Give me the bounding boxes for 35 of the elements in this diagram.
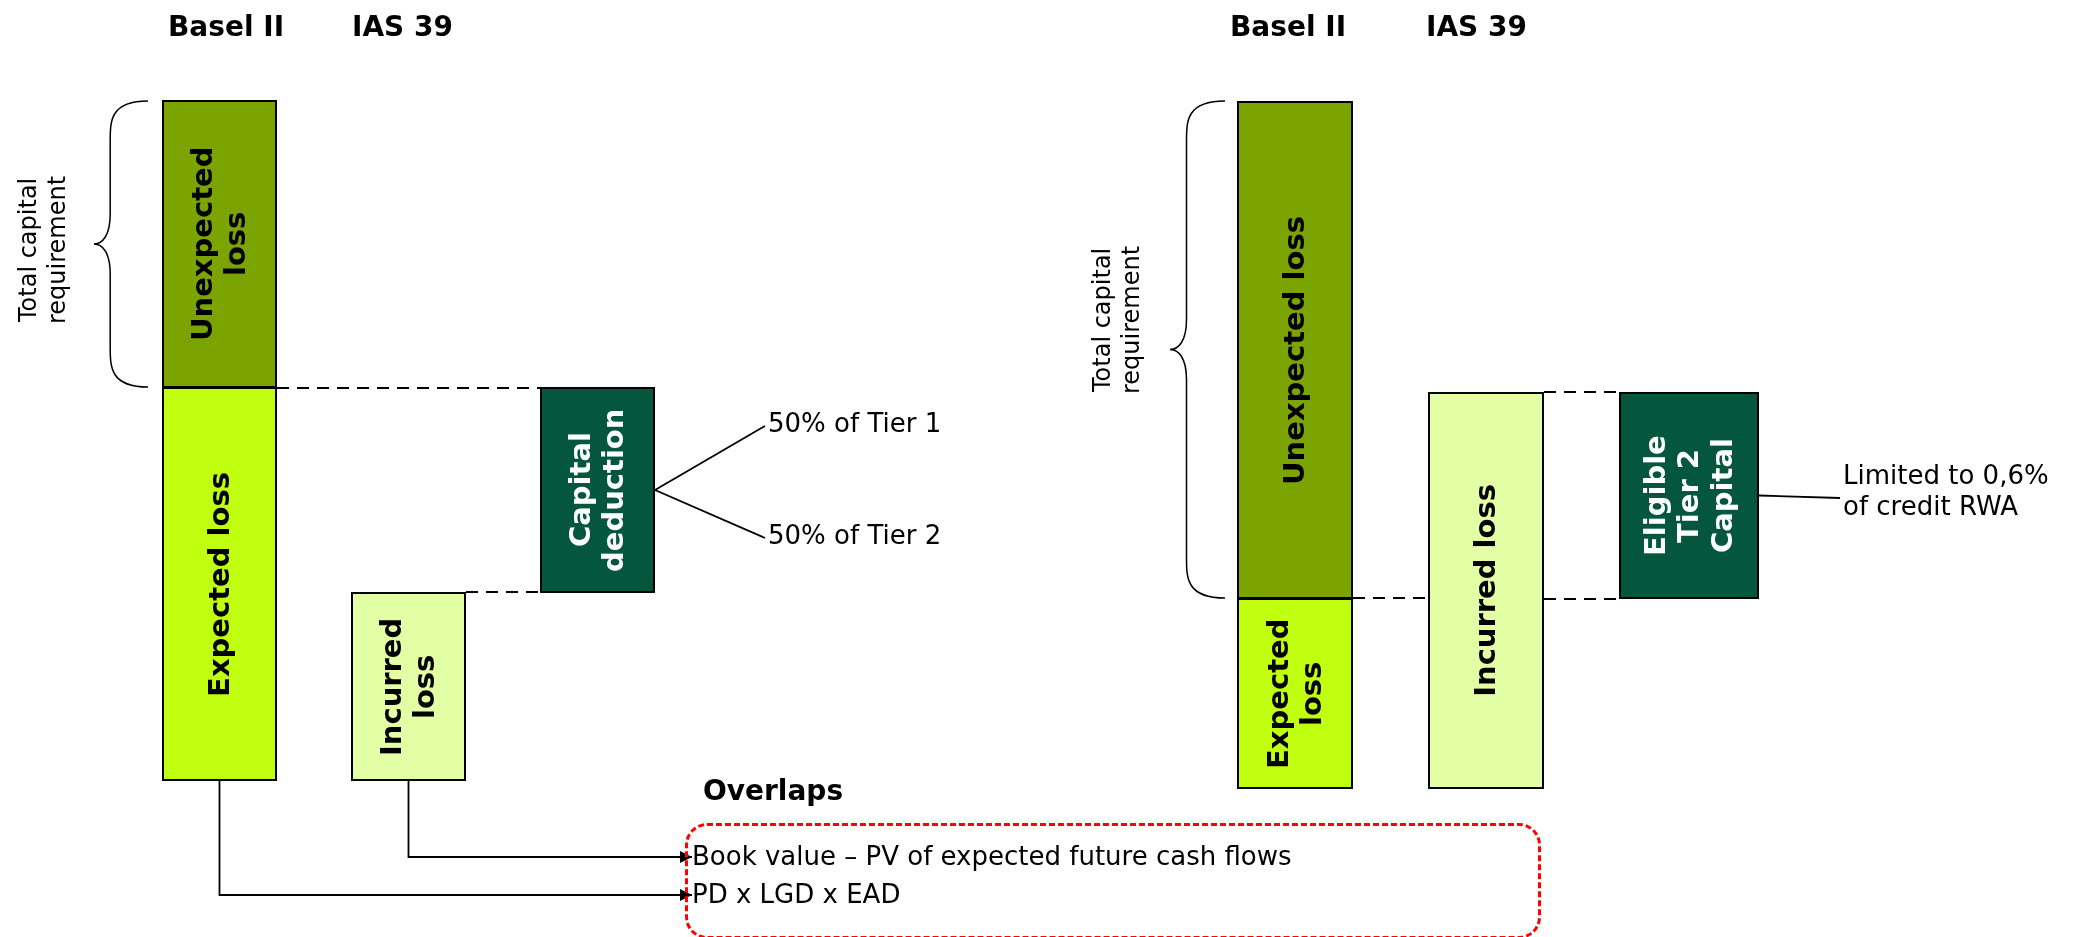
callout-text: 50% of Tier 1 [768,408,942,440]
list-item: PD x LGD x EAD [692,879,901,911]
bar-segment [1237,598,1353,789]
column-heading: IAS 39 [1426,10,1527,43]
leader-line [1758,494,1841,499]
dashed-line [276,387,541,389]
column-heading: Basel II [1230,10,1347,43]
bar-label: Eligible Tier 2 Capital [1639,434,1739,558]
bar-label: Expected loss [1261,617,1329,771]
bar-label: Incurred loss [1469,484,1503,697]
bracket-label: Total capital requirement [14,174,72,327]
dashed-line [465,591,541,593]
bar-label: Incurred loss [375,616,442,758]
arrow [407,780,693,863]
bracket-label: Total capital requirement [1088,244,1146,397]
section-heading: Overlaps [703,774,844,807]
bar-label: Capital deduction [564,407,631,574]
column-heading: IAS 39 [352,10,453,43]
callout-text: Limited to 0,6% of credit RWA [1843,460,2058,523]
bar-label: Unexpected loss [186,145,253,344]
bar-segment [1428,392,1544,789]
bar-label: Expected loss [202,471,237,697]
column-heading: Basel II [168,10,285,43]
bar-segment [162,100,277,388]
leader-line [654,489,766,539]
bar-segment [1237,101,1353,599]
callout-text: 50% of Tier 2 [768,520,942,552]
bar-segment [540,387,655,593]
bar-segment [351,592,466,781]
leader-line [654,425,766,491]
bar-segment [162,387,277,781]
list-item: Book value – PV of expected future cash flows [692,841,1292,873]
bar-segment [1619,392,1759,599]
arrow [218,780,693,901]
bar-label: Unexpected loss [1278,215,1312,485]
